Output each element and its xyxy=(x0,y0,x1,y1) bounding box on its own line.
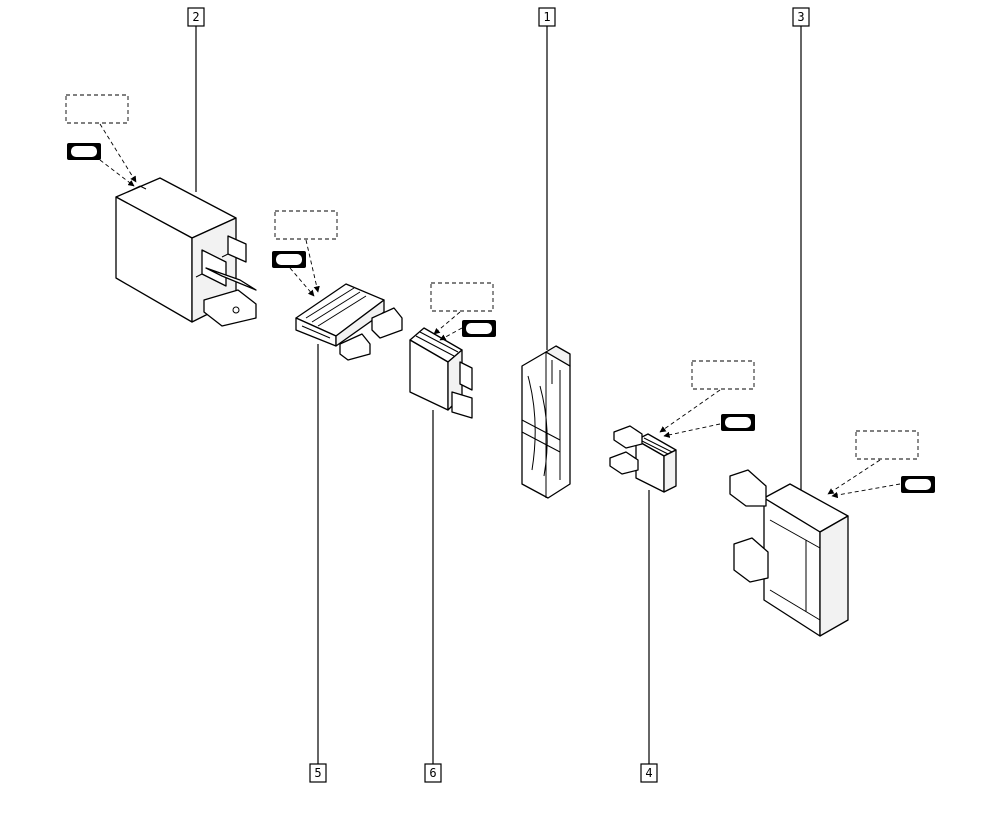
callout-2-label: 2 xyxy=(192,10,199,24)
fuse3-dashed-label xyxy=(855,430,919,460)
fuse5-pointer-1 xyxy=(305,239,320,293)
fuse6-tag xyxy=(462,320,496,337)
relay-tag xyxy=(67,143,101,160)
relay-pointer-1 xyxy=(99,123,137,183)
blade-fuse-flat-part xyxy=(295,283,403,361)
fuse4-dashed-label xyxy=(691,360,755,390)
fuse5-tag xyxy=(272,251,306,268)
fuse5-pointer-2 xyxy=(289,267,315,297)
relay-part xyxy=(115,177,257,327)
fuse-puller-part xyxy=(521,345,571,499)
callout-4-label: 4 xyxy=(645,766,652,780)
fuse6-dashed-label xyxy=(430,282,494,312)
mini-fuse-part xyxy=(609,425,677,493)
callout-2: 2 xyxy=(187,7,205,27)
relay-dashed-label xyxy=(65,94,129,124)
callout-5-label: 5 xyxy=(314,766,321,780)
fuse5-dashed-label xyxy=(274,210,338,240)
fuse3-pointer-1 xyxy=(827,459,881,495)
fuse4-pointer-2 xyxy=(663,423,721,438)
relay-pointer-2 xyxy=(99,159,135,187)
callout-3: 3 xyxy=(792,7,810,27)
callout-1: 1 xyxy=(538,7,556,27)
fuse4-tag xyxy=(721,414,755,431)
callout-6-label: 6 xyxy=(429,766,436,780)
fuse3-tag xyxy=(901,476,935,493)
fuse4-pointer-1 xyxy=(659,389,721,433)
callout-3-label: 3 xyxy=(797,10,804,24)
fuse3-pointer-2 xyxy=(831,483,901,499)
blade-fuse-upright-part xyxy=(409,327,473,419)
callout-1-label: 1 xyxy=(543,10,550,24)
callout-5: 5 xyxy=(309,763,327,783)
fuse6-pointer-1 xyxy=(433,311,461,335)
callout-6: 6 xyxy=(424,763,442,783)
fuse6-pointer-2 xyxy=(439,327,463,341)
maxi-fuse-part xyxy=(729,469,849,637)
callout-4: 4 xyxy=(640,763,658,783)
